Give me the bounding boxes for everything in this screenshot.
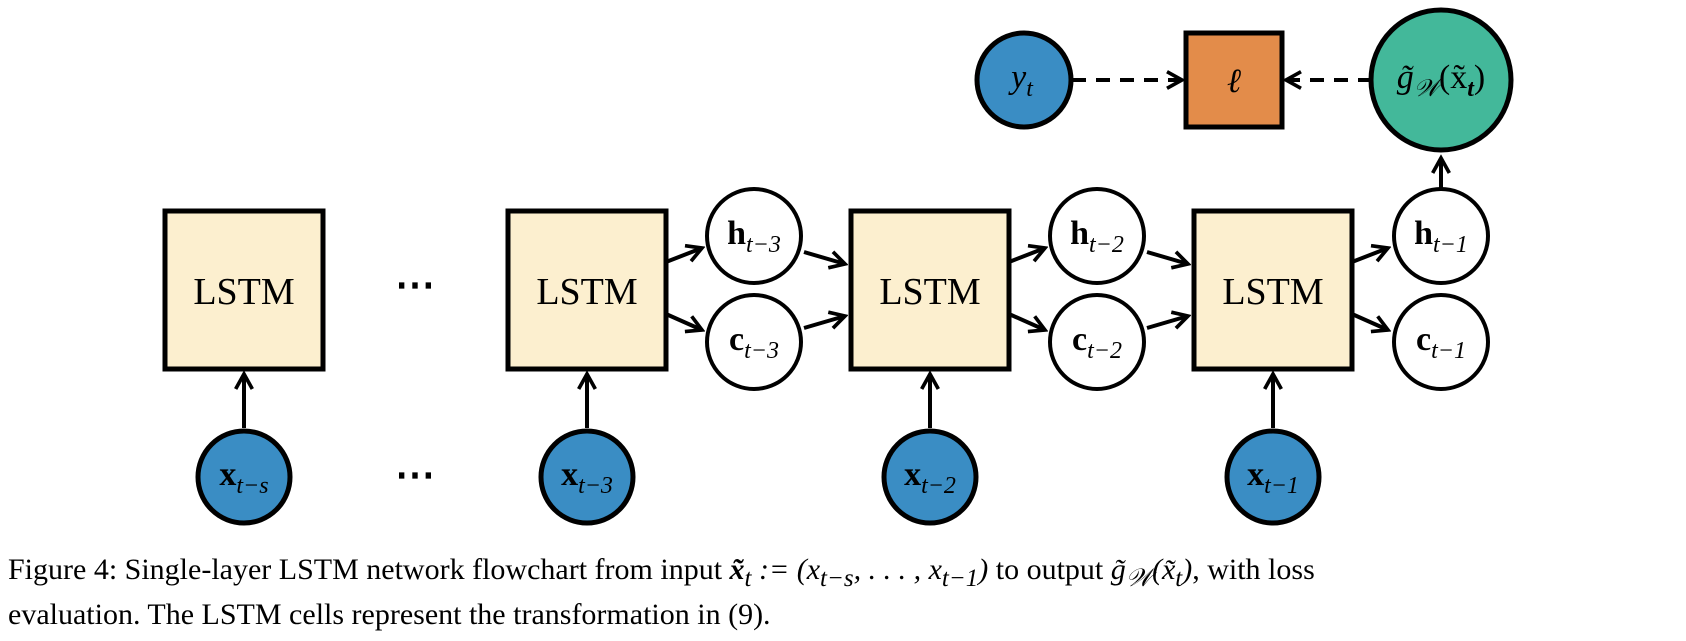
input-node-2: xt−3 — [538, 428, 636, 526]
input-node-circle — [881, 428, 979, 526]
caption-suffix: , with loss — [1192, 553, 1315, 586]
input-node-label: xt−3 — [561, 456, 613, 499]
lstm-cell-box — [162, 208, 326, 372]
caption-line-1: Figure 4: Single-layer LSTM network flow… — [8, 552, 1684, 597]
lstm-cell-label: LSTM — [1222, 271, 1323, 313]
input-nodes: xt−s xt−3 xt−2 xt−1 — [195, 428, 1322, 526]
caption-line-2: evaluation. The LSTM cells represent the… — [8, 598, 771, 631]
output-circle — [1368, 7, 1514, 153]
hidden-state-label: ht−1 — [1414, 215, 1468, 258]
input-node-1: xt−s — [195, 428, 293, 526]
lstm-cell-2: LSTM — [505, 208, 669, 372]
input-node-label: xt−1 — [1247, 456, 1299, 499]
loss-label: ℓ — [1227, 63, 1241, 100]
figure-caption: Figure 4: Single-layer LSTM network flow… — [8, 552, 1684, 633]
target-circle — [974, 30, 1074, 130]
target-node: yt — [974, 30, 1074, 130]
cell-state-node-3: ct−1 — [1392, 293, 1490, 391]
cell-state-node-1: ct−3 — [705, 293, 803, 391]
cell-state-label: ct−2 — [1072, 321, 1122, 364]
hidden-state-label: ht−2 — [1070, 215, 1124, 258]
arrow-lstm2-c — [665, 312, 702, 330]
input-node-4: xt−1 — [1224, 428, 1322, 526]
arrow-lstm3-c — [1008, 312, 1045, 330]
arrows — [244, 80, 1441, 428]
hidden-state-node-1: ht−3 — [705, 187, 803, 285]
lstm-cell-box — [1191, 208, 1355, 372]
loss-node: ℓ — [1183, 30, 1285, 130]
hidden-state-node-3: ht−1 — [1392, 187, 1490, 285]
cell-state-circle — [1392, 293, 1490, 391]
lstm-cell-4: LSTM — [1191, 208, 1355, 372]
arrow-lstm2-h — [665, 248, 702, 264]
arrow-h-lstm4 — [1146, 250, 1188, 264]
input-node-circle — [195, 428, 293, 526]
hidden-state-label: ht−3 — [727, 215, 781, 258]
output-node: g̃𝒲(x̃t) — [1368, 7, 1514, 153]
cell-state-circle — [705, 293, 803, 391]
lstm-cell-1: LSTM — [162, 208, 326, 372]
lstm-cell-label: LSTM — [879, 271, 980, 313]
cell-state-label: ct−3 — [729, 321, 779, 364]
arrow-lstm4-c — [1351, 312, 1388, 330]
arrow-h-lstm3 — [803, 250, 845, 264]
arrow-c-lstm3 — [803, 316, 845, 330]
ellipsis-bottom: ⋯ — [395, 452, 435, 497]
caption-input-expr: x̃t := (xt−s, . . . , xt−1) — [729, 553, 989, 592]
input-node-circle — [538, 428, 636, 526]
output-label: g̃𝒲(x̃t) — [1397, 59, 1485, 102]
input-node-circle — [1224, 428, 1322, 526]
hidden-state-circle — [1392, 187, 1490, 285]
input-node-label: xt−s — [219, 456, 268, 499]
arrow-c-lstm4 — [1146, 316, 1188, 330]
target-label: yt — [1008, 59, 1034, 102]
hidden-state-nodes: ht−3 ht−2 ht−1 — [705, 187, 1490, 285]
caption-to-output: to output — [988, 553, 1111, 586]
hidden-state-circle — [1048, 187, 1146, 285]
cell-state-label: ct−1 — [1416, 321, 1466, 364]
cell-state-nodes: ct−3 ct−2 ct−1 — [705, 293, 1490, 391]
lstm-cells: LSTM LSTM LSTM LSTM — [162, 208, 1355, 372]
lstm-cell-label: LSTM — [193, 271, 294, 313]
lstm-cell-3: LSTM — [848, 208, 1012, 372]
input-node-3: xt−2 — [881, 428, 979, 526]
ellipsis-top: ⋯ — [395, 262, 435, 307]
hidden-state-node-2: ht−2 — [1048, 187, 1146, 285]
arrow-lstm4-h — [1351, 248, 1388, 264]
caption-prefix: Figure 4: Single-layer LSTM network flow… — [8, 553, 730, 586]
lstm-cell-label: LSTM — [536, 271, 637, 313]
lstm-cell-box — [505, 208, 669, 372]
caption-output-expr: g̃𝒲(x̃t) — [1110, 553, 1193, 592]
lstm-cell-box — [848, 208, 1012, 372]
input-node-label: xt−2 — [904, 456, 956, 499]
cell-state-node-2: ct−2 — [1048, 293, 1146, 391]
loss-box — [1183, 30, 1285, 130]
hidden-state-circle — [705, 187, 803, 285]
cell-state-circle — [1048, 293, 1146, 391]
lstm-flowchart: LSTM LSTM LSTM LSTM ⋯ ⋯ xt−s xt−3 xt−2 — [162, 7, 1514, 526]
arrow-lstm3-h — [1008, 248, 1045, 264]
